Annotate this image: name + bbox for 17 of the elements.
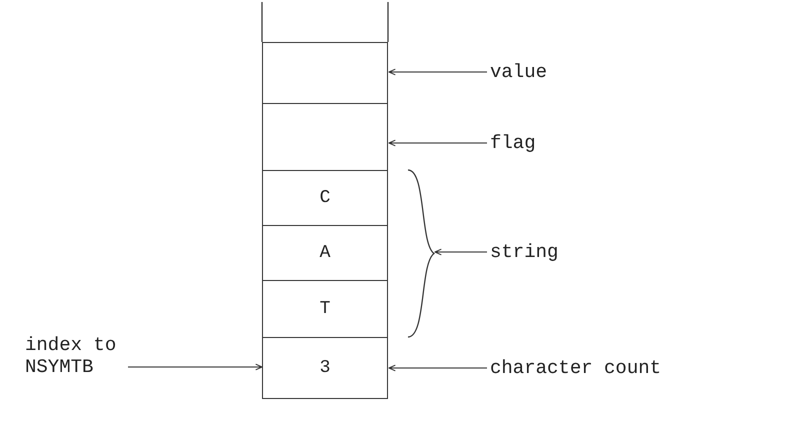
field-label: value	[490, 61, 548, 83]
empty-memory-cell	[262, 103, 388, 171]
arrow	[128, 364, 263, 370]
arrow	[388, 364, 488, 372]
curly-brace	[408, 169, 435, 338]
field-label: index to NSYMTB	[25, 334, 125, 378]
arrow	[434, 248, 488, 256]
arrow	[388, 68, 488, 76]
memory-cell: A	[262, 225, 388, 281]
field-label: string	[490, 241, 558, 263]
field-label: flag	[490, 132, 536, 154]
field-label: character count	[490, 357, 662, 379]
memory-cell: 3	[262, 337, 388, 399]
arrow	[388, 140, 488, 146]
memory-cell: C	[262, 170, 388, 226]
empty-memory-cell	[262, 42, 388, 104]
memory-cell: T	[262, 280, 388, 338]
